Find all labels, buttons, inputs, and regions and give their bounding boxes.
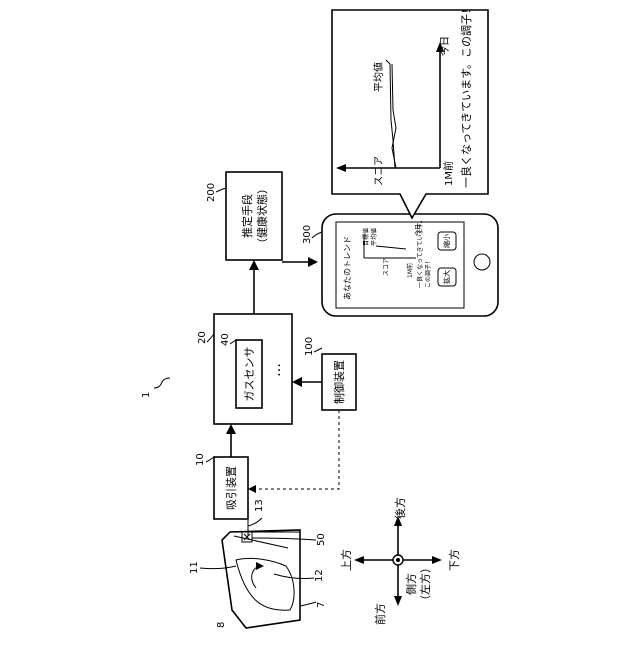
ref-50: 50 bbox=[316, 533, 327, 546]
screen-legend-average: 平均値 bbox=[370, 228, 378, 246]
ref-11: 11 bbox=[189, 561, 200, 574]
compass-side-label: 側方 bbox=[404, 573, 418, 595]
toilet-body bbox=[222, 530, 300, 628]
ref-200: 200 bbox=[206, 183, 217, 202]
callout-legend: 平均値 bbox=[372, 62, 385, 92]
ref-7: 7 bbox=[316, 602, 327, 608]
suction-device-label: 吸引装置 bbox=[224, 466, 238, 510]
ref-12: 12 bbox=[314, 569, 325, 582]
estimator-label: 推定手段 bbox=[240, 194, 254, 238]
estimator-sublabel: （健康状態） bbox=[255, 183, 269, 249]
enlarge-button-label: 拡大 bbox=[442, 270, 451, 284]
screen-message-line2: この調子！ bbox=[424, 258, 432, 288]
ref-10-leader bbox=[206, 457, 214, 462]
estimator-box bbox=[226, 172, 282, 260]
screen-legend-target: 目標値 bbox=[362, 228, 370, 246]
screen-title: あなたのトレンド bbox=[343, 236, 352, 300]
arrowhead-controller-to-analyzer bbox=[292, 377, 302, 387]
compass-down-arrowhead bbox=[432, 556, 442, 564]
arrowhead-estimator-to-terminal bbox=[308, 257, 318, 267]
gas-sensor-label: ガスセンサ bbox=[243, 347, 256, 402]
compass-down-label: 下方 bbox=[447, 549, 461, 571]
screen-score: スコア bbox=[383, 258, 390, 276]
callout-one-month: 1M前 bbox=[442, 161, 455, 186]
arrowhead-analyzer-to-estimator bbox=[249, 260, 259, 270]
ref-300-leader bbox=[312, 232, 322, 238]
ref-40: 40 bbox=[220, 333, 231, 346]
callout-score: スコア bbox=[374, 156, 385, 186]
controller-label: 制御装置 bbox=[332, 360, 346, 404]
callout-message: 一良くなってきています。この調子！ bbox=[459, 3, 473, 188]
compass-back-label: 後方 bbox=[393, 497, 407, 519]
ref-10: 10 bbox=[195, 453, 206, 466]
ref-11-leader bbox=[200, 566, 236, 569]
ref-100: 100 bbox=[304, 337, 315, 356]
toilet-sketch bbox=[222, 520, 300, 628]
ref-100-leader bbox=[314, 348, 322, 352]
compass-up-arrowhead bbox=[354, 556, 364, 564]
shrink-button-label: 縮小 bbox=[442, 234, 451, 248]
screen-message-line1: 一良くなってきています。 bbox=[416, 217, 424, 288]
ref-7-leader bbox=[300, 602, 316, 606]
ref-1: 1 bbox=[141, 392, 152, 398]
ref-8: 8 bbox=[216, 622, 227, 628]
ref-13: 13 bbox=[254, 499, 265, 512]
callout-today: 今日 bbox=[438, 36, 451, 56]
toilet-bowl bbox=[234, 536, 294, 610]
ref-50-leader bbox=[252, 538, 316, 540]
ref-300: 300 bbox=[302, 225, 313, 244]
compass-side-sub-label: （左方） bbox=[418, 562, 432, 606]
compass-up-label: 上方 bbox=[339, 549, 353, 571]
compass-front-label: 前方 bbox=[373, 603, 387, 625]
arrowhead-suction-to-analyzer bbox=[226, 424, 236, 434]
ref-1-leader bbox=[154, 378, 170, 388]
screen-one-month: 1M前 bbox=[406, 263, 414, 278]
arrowhead-12 bbox=[256, 562, 264, 570]
ref-20-leader bbox=[207, 334, 214, 342]
ref-12-leader bbox=[274, 574, 314, 579]
compass-front-arrowhead bbox=[394, 596, 402, 606]
ref-20: 20 bbox=[197, 331, 208, 344]
ref-200-leader bbox=[216, 188, 226, 192]
arrowhead-dashed-control bbox=[248, 485, 256, 493]
sensor-ellipsis: … bbox=[268, 363, 284, 377]
compass-center-dot bbox=[396, 558, 400, 562]
ref-13-leader bbox=[248, 518, 262, 526]
